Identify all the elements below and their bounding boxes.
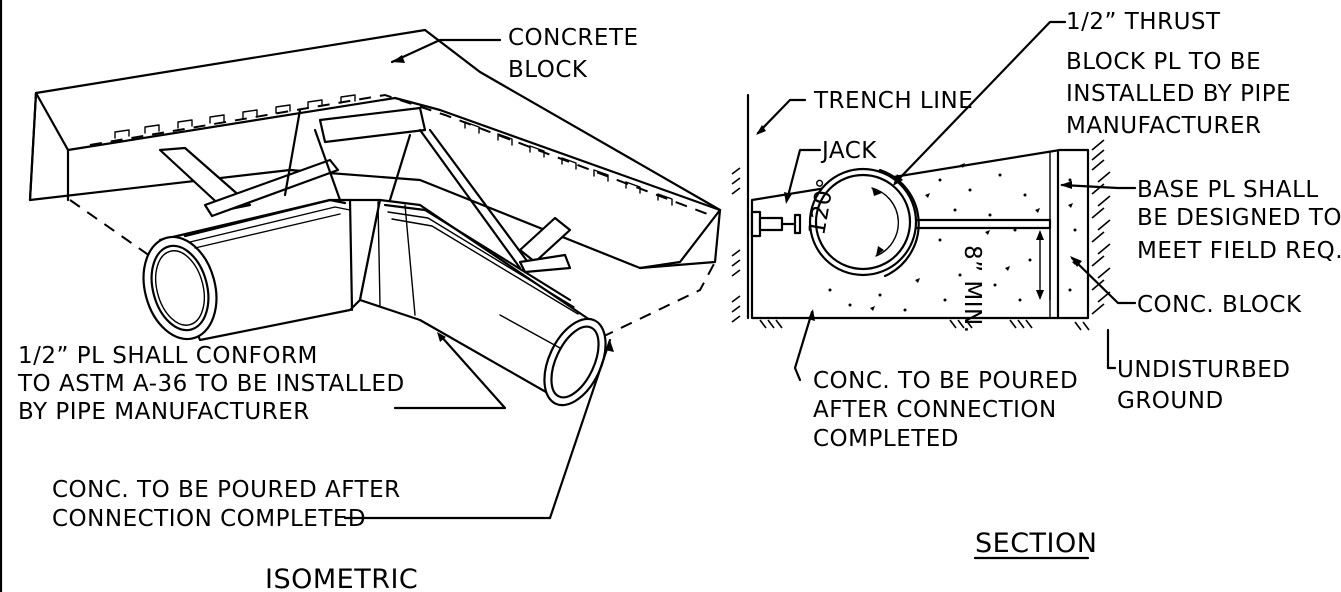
section-pour-note-line-2: AFTER CONNECTION: [813, 397, 1057, 423]
base-plate-line-2: BE DESIGNED TO: [1137, 205, 1341, 231]
isometric-view: CONCRETE BLOCK 1/2” PL SHALL CONFORM TO …: [17, 25, 722, 592]
pipe-section: [808, 167, 918, 277]
thrust-plate-line-3: INSTALLED BY PIPE: [1066, 81, 1291, 107]
conc-block-label: CONC. BLOCK: [1137, 292, 1302, 318]
trench-line-label: TRENCH LINE: [813, 88, 973, 114]
isometric-leaders: [343, 38, 614, 520]
pour-note-line-2: CONNECTION COMPLETED: [52, 506, 366, 532]
section-pour-note-line-3: COMPLETED: [813, 426, 959, 452]
base-plate-line-3: MEET FIELD REQ.: [1137, 238, 1341, 264]
thrust-plate-line-4: MANUFACTURER: [1066, 113, 1262, 139]
plate-note-line-2: TO ASTM A-36 TO BE INSTALLED: [17, 371, 405, 397]
isometric-concrete-block: [28, 28, 722, 340]
ground-hatch-left: [731, 167, 741, 323]
concrete-block-label-1: CONCRETE: [508, 25, 639, 51]
section-view: 120° 8” MIN.: [731, 9, 1341, 560]
isometric-bracing: [158, 106, 572, 274]
jack-label: JACK: [820, 138, 877, 164]
ground-hatch-bottom: [759, 319, 1090, 331]
thrust-plate-line-1: 1/2” THRUST: [1066, 9, 1221, 35]
section-pour-note-line-1: CONC. TO BE POURED: [813, 368, 1078, 394]
pour-note-line-1: CONC. TO BE POURED AFTER: [52, 477, 401, 503]
base-plate-line-1: BASE PL SHALL: [1137, 177, 1319, 203]
isometric-title: ISOMETRIC: [265, 564, 418, 592]
concrete-block-label-2: BLOCK: [508, 57, 588, 83]
thrust-plate-line-2: BLOCK PL TO BE: [1066, 49, 1261, 75]
section-leaders: [756, 20, 1137, 382]
plate-note-line-1: 1/2” PL SHALL CONFORM: [18, 343, 318, 369]
ground-hatch-right: [1091, 139, 1111, 315]
undisturbed-line-1: UNDISTURBED: [1117, 357, 1291, 383]
section-title: SECTION: [975, 528, 1097, 559]
undisturbed-line-2: GROUND: [1117, 388, 1224, 414]
plate-note-line-3: BY PIPE MANUFACTURER: [18, 399, 310, 425]
isometric-pipe-elbow: [142, 198, 607, 407]
min-dimension-label: 8” MIN.: [959, 245, 985, 334]
base-plate: [913, 218, 1052, 230]
jack: [750, 210, 802, 238]
